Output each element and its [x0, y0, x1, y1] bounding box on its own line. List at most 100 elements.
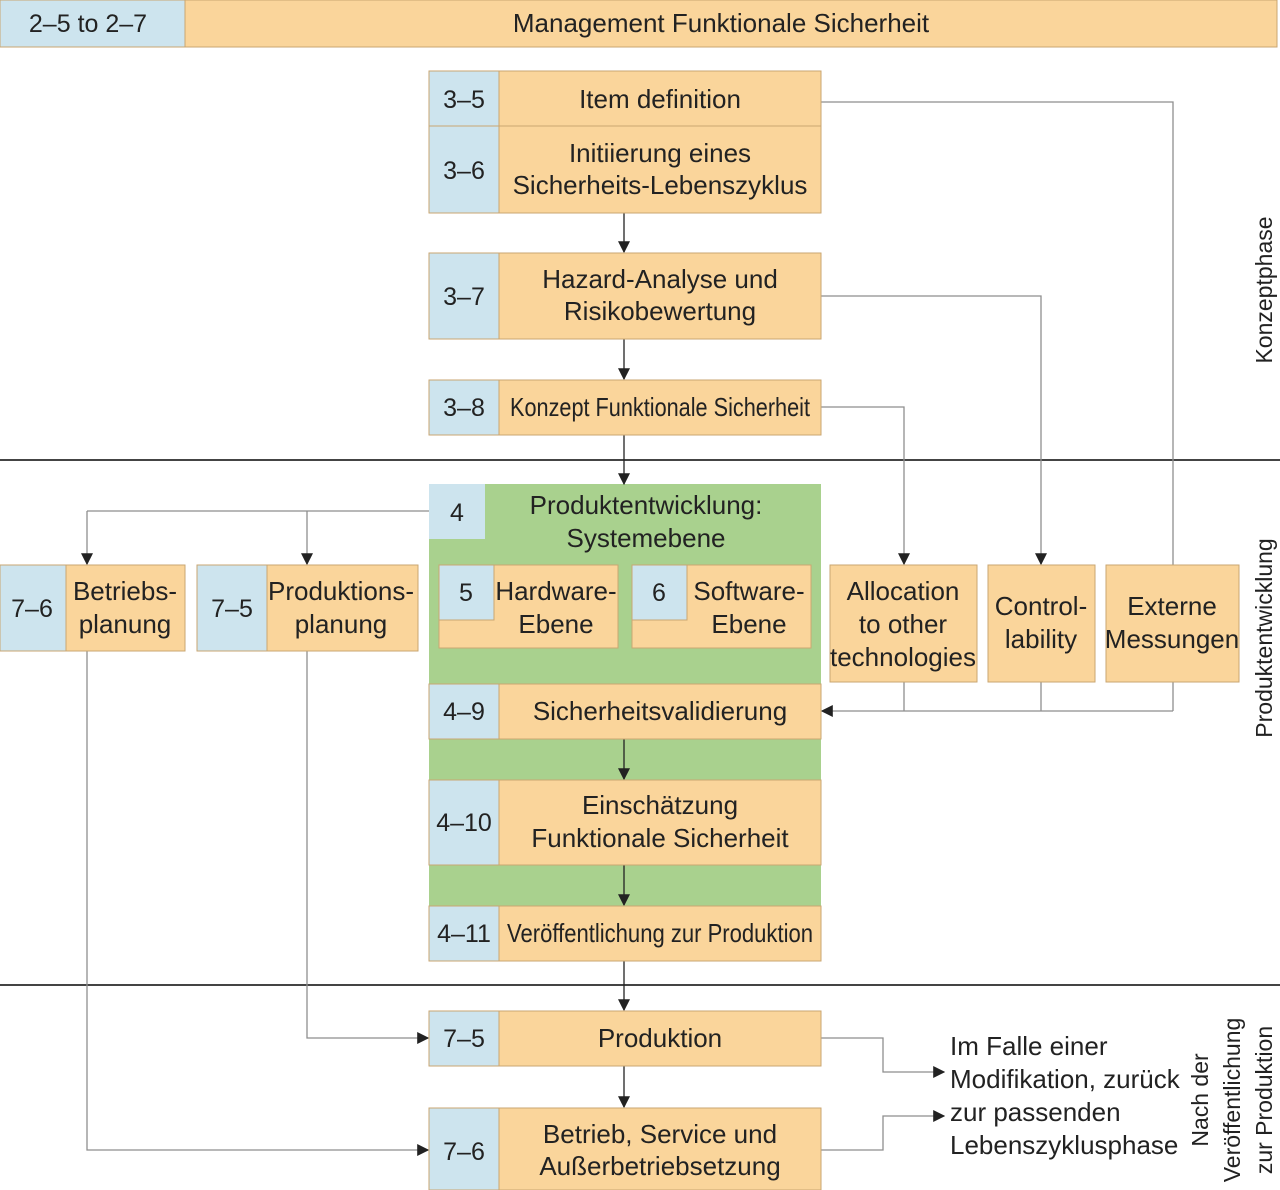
note-line3: zur passenden	[950, 1097, 1121, 1127]
arrow-production-planning-to-production	[306, 651, 430, 1044]
cell-number	[428, 1010, 500, 1067]
cell-label	[498, 125, 822, 214]
cell-number	[428, 252, 500, 340]
step-3-8-functional-safety-concept: 3–8 Konzept Funktionale Sicherheit	[428, 379, 822, 436]
step-label-line2: Systemebene	[567, 523, 726, 553]
cell-label	[498, 379, 822, 436]
cell-label	[829, 564, 978, 683]
note-line1: Im Falle einer	[950, 1031, 1108, 1061]
cell-label	[266, 564, 419, 652]
step-5-hardware-level: 5 Hardware- Ebene	[438, 564, 619, 649]
cell-label	[65, 564, 186, 652]
step-label-line2: planung	[79, 609, 172, 639]
cell-number	[0, 564, 67, 652]
step-number: 7–5	[443, 1025, 485, 1053]
cell-number	[428, 779, 500, 866]
step-7-5-production-planning: 7–5 Produktions- planung	[196, 564, 419, 652]
cell-number	[196, 564, 268, 652]
note-line2: Modifikation, zurück	[950, 1064, 1181, 1094]
cell-number	[429, 484, 485, 539]
step-4-11-release-for-production: 4–11 Veröffentlichung zur Produktion	[428, 905, 822, 962]
cell-label	[498, 1107, 822, 1190]
step-label-line2: Ebene	[518, 609, 593, 639]
step-label-line2: Sicherheits-Lebenszyklus	[513, 170, 808, 200]
step-number: 7–6	[443, 1138, 485, 1166]
cell-label	[498, 1010, 822, 1067]
step-number: 4–9	[443, 698, 485, 726]
cell-label	[498, 779, 822, 866]
step-7-5-production: 7–5 Produktion	[428, 1010, 822, 1067]
step-label-line1: Hazard-Analyse und	[542, 264, 778, 294]
step-number: 4	[450, 499, 464, 527]
step-4-10-safety-assessment: 4–10 Einschätzung Funktionale Sicherheit	[428, 779, 822, 866]
step-number: 3–5	[443, 86, 485, 114]
cell-number	[631, 564, 688, 621]
arrow-operation-to-modification	[821, 1110, 946, 1151]
step-3-7-hazard-analysis: 3–7 Hazard-Analyse und Risikobewertung	[428, 252, 822, 340]
step-number: 6	[652, 579, 666, 607]
step-label-line1: Produktions-	[268, 576, 414, 606]
phase-label-product-development: Produktentwicklung	[1251, 538, 1277, 737]
line-3-5-to-external	[821, 101, 1174, 565]
cell-label	[987, 564, 1096, 683]
header-clause-range: 2–5 to 2–7	[29, 10, 147, 38]
box-allocation-other-technologies: Allocation to other technologies	[829, 564, 978, 683]
step-number: 3–6	[443, 157, 485, 185]
step-label-line2: planung	[295, 609, 388, 639]
step-label-line2: Funktionale Sicherheit	[531, 823, 789, 853]
step-label: Sicherheitsvalidierung	[533, 696, 787, 726]
step-label-line1: Betrieb, Service und	[543, 1119, 777, 1149]
cell-label	[498, 905, 822, 962]
box-label-line1: Externe	[1127, 591, 1217, 621]
header-title: Management Funktionale Sicherheit	[513, 8, 930, 38]
step-4-9-safety-validation: 4–9 Sicherheitsvalidierung	[428, 683, 822, 740]
cell-number	[428, 905, 500, 962]
box-label-line1: Control-	[995, 591, 1087, 621]
cell-label	[498, 683, 822, 740]
step-label-line2: Ebene	[711, 609, 786, 639]
phase-label-after-release-2: Veröffentlichung	[1219, 1018, 1245, 1183]
cell-number	[438, 564, 495, 621]
step-label: Produktion	[598, 1023, 722, 1053]
step-label-line1: Betriebs-	[73, 576, 177, 606]
cell-label	[498, 252, 822, 340]
cell-label	[1105, 564, 1240, 683]
connectors	[81, 101, 1174, 1156]
note-line4: Lebenszyklusphase	[950, 1130, 1178, 1160]
step-label-line1: Hardware-	[495, 576, 616, 606]
step-number: 4–11	[437, 920, 491, 948]
step-label-line1: Produktentwicklung:	[530, 490, 763, 520]
arrow-operation-planning-to-operation	[86, 651, 430, 1156]
management-header: 2–5 to 2–7 Management Funktionale Sicher…	[0, 0, 1278, 48]
step-label-line1: Einschätzung	[582, 790, 738, 820]
box-label-line2: to other	[859, 609, 948, 639]
box-label-line2: lability	[1005, 624, 1077, 654]
step-number: 7–6	[11, 595, 53, 623]
step-3-6-lifecycle-initiation: 3–6 Initiierung eines Sicherheits-Lebens…	[428, 125, 822, 214]
box-external-measures: Externe Messungen	[1105, 564, 1240, 683]
phase-label-after-release-1: Nach der	[1187, 1053, 1213, 1147]
step-6-software-level: 6 Software- Ebene	[631, 564, 812, 649]
phase-label-after-release-3: zur Produktion	[1251, 1026, 1277, 1174]
step-number: 5	[459, 579, 473, 607]
header-title-cell	[184, 0, 1278, 48]
step-4-system-level: 4 Produktentwicklung: Systemebene	[429, 484, 762, 553]
arrow-production-to-modification	[821, 1037, 946, 1078]
cell-label	[498, 70, 822, 127]
step-label-line2: Außerbetriebsetzung	[539, 1151, 780, 1181]
box-controllability: Control- lability	[987, 564, 1096, 683]
step-label: Konzept Funktionale Sicherheit	[510, 392, 811, 422]
box-label-line1: Allocation	[847, 576, 960, 606]
step-label-line1: Software-	[693, 576, 804, 606]
line-3-8-to-allocation	[821, 406, 910, 566]
box-label-line2: Messungen	[1105, 624, 1239, 654]
box-label-line3: technologies	[830, 642, 976, 672]
step-label-line1: Initiierung eines	[569, 138, 751, 168]
modification-note: Im Falle einer Modifikation, zurück zur …	[950, 1031, 1181, 1160]
step-number: 3–7	[443, 283, 485, 311]
cell-number	[428, 683, 500, 740]
cell-number	[428, 379, 500, 436]
step-number: 4–10	[436, 809, 492, 837]
step-number: 7–5	[211, 595, 253, 623]
